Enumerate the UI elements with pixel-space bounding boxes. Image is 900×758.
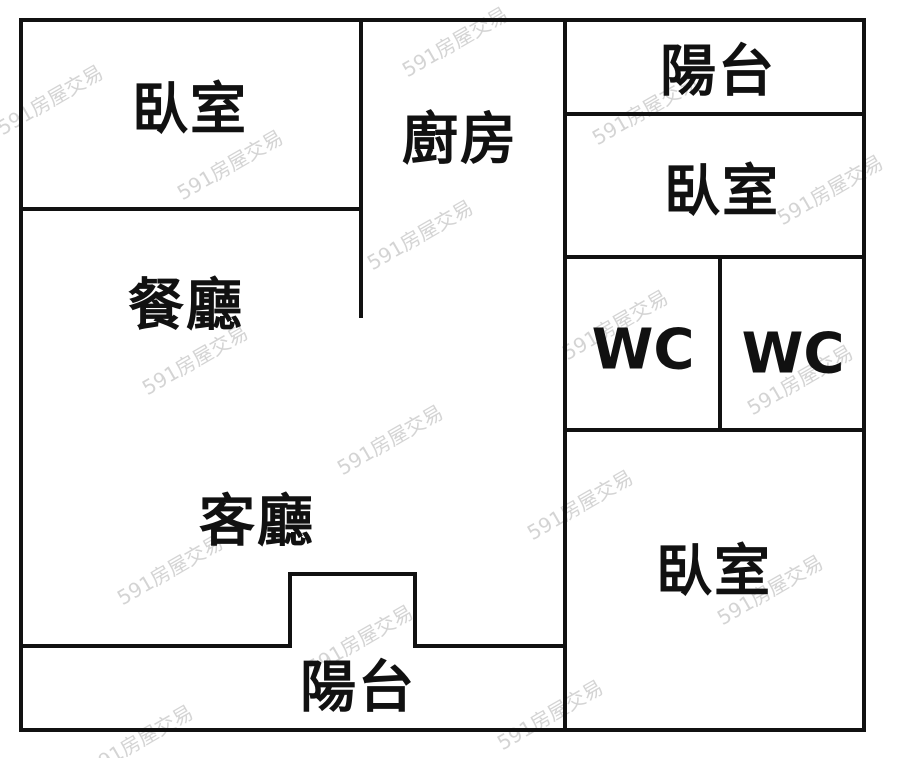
watermark: 591房屋交易 <box>0 60 107 140</box>
label-bedroom-bottom-right: 臥室 <box>656 540 772 605</box>
watermark: 591房屋交易 <box>398 2 512 82</box>
label-wc-left: WC <box>592 318 695 383</box>
label-dining-room: 餐廳 <box>128 274 244 339</box>
walls <box>19 18 866 732</box>
watermark: 591房屋交易 <box>523 465 637 545</box>
watermark: 591房屋交易 <box>333 400 447 480</box>
label-balcony-bottom: 陽台 <box>300 656 416 721</box>
label-living-room: 客廳 <box>199 490 315 555</box>
room-labels: 臥室 廚房 陽台 臥室 餐廳 WC WC 客廳 臥室 陽台 <box>128 40 844 721</box>
label-balcony-top-right: 陽台 <box>660 40 776 105</box>
label-kitchen: 廚房 <box>402 108 518 173</box>
label-wc-right: WC <box>742 322 845 387</box>
wall-balcony-bottom-edge <box>19 572 567 648</box>
label-bedroom-top-left: 臥室 <box>132 78 248 143</box>
outer-wall <box>19 18 866 732</box>
watermark: 591房屋交易 <box>493 675 607 755</box>
watermark: 591房屋交易 <box>773 150 887 230</box>
label-bedroom-middle-right: 臥室 <box>664 160 780 225</box>
watermark: 591房屋交易 <box>363 195 477 275</box>
